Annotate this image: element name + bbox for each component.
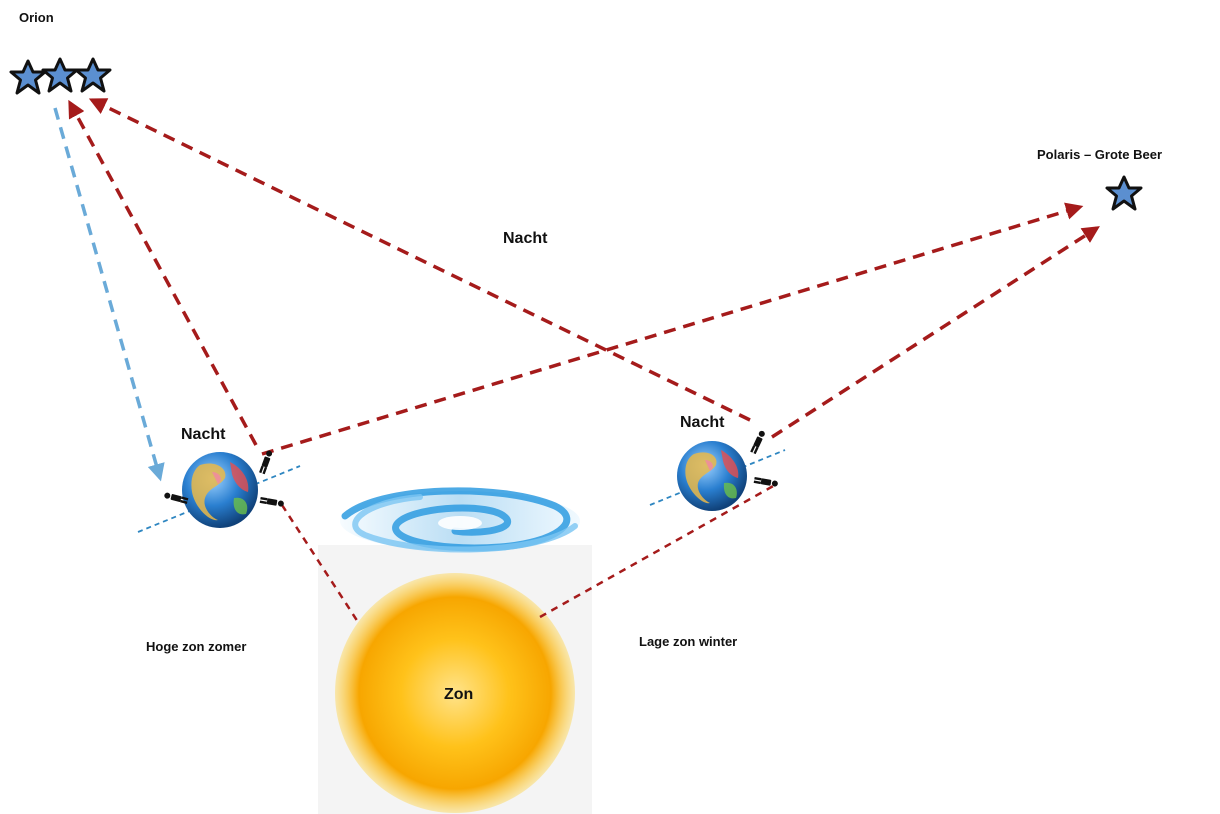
arrow-earth-left-to-polaris [261, 202, 1084, 456]
night-label-top: Nacht [503, 230, 548, 247]
earth-axis-left [137, 465, 301, 533]
summer-label: Hoge zon zomer [146, 639, 247, 654]
night-label-right: Nacht [680, 414, 725, 431]
sunlight-line-winter [539, 483, 776, 619]
polaris-label: Polaris – Grote Beer [1037, 147, 1162, 162]
star-icon [41, 57, 79, 93]
arrow-earth-right-to-orion [88, 98, 751, 422]
star-icon [9, 59, 47, 95]
earth-globe-icon [182, 452, 258, 528]
spiral-galaxy-icon [340, 487, 580, 553]
night-label-left: Nacht [181, 426, 226, 443]
winter-label: Lage zon winter [639, 634, 738, 649]
person-figure-icon [753, 476, 779, 488]
person-figure-icon [750, 429, 766, 455]
arrow-orion-to-earth-left [53, 107, 165, 482]
sun-icon [335, 573, 575, 813]
arrow-earth-left-to-orion [68, 99, 258, 446]
star-icon [1105, 175, 1143, 211]
orion-label: Orion [19, 10, 54, 25]
star-icon [74, 57, 112, 93]
arrow-earth-right-to-polaris [771, 226, 1100, 439]
orion-constellation [9, 57, 112, 95]
person-figure-icon [259, 496, 285, 508]
sunlight-line-summer [280, 504, 360, 623]
earth-globe-icon [677, 441, 747, 511]
sun-label: Zon [444, 686, 474, 703]
